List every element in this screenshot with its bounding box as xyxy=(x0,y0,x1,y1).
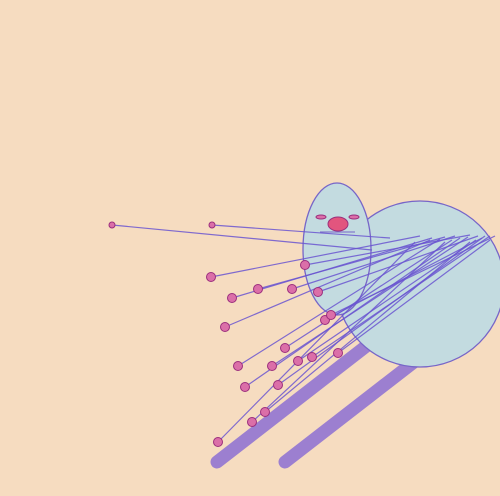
string-line xyxy=(251,241,446,423)
string-line xyxy=(304,234,471,266)
string-line xyxy=(337,239,491,354)
string-line xyxy=(297,239,477,362)
ball[interactable] xyxy=(293,356,303,366)
ball[interactable] xyxy=(206,272,216,282)
ball[interactable] xyxy=(247,417,257,427)
string-line xyxy=(284,239,453,349)
string-line xyxy=(211,224,391,239)
string-line xyxy=(264,241,471,413)
ball[interactable] xyxy=(220,322,230,332)
ball[interactable] xyxy=(267,361,277,371)
ball[interactable] xyxy=(253,284,263,294)
string-line xyxy=(210,235,421,278)
ball[interactable] xyxy=(326,310,336,320)
ball[interactable] xyxy=(287,284,297,294)
ball[interactable] xyxy=(233,361,243,371)
ball[interactable] xyxy=(273,380,283,390)
string-line xyxy=(271,236,469,367)
string-line xyxy=(311,235,491,358)
ball[interactable] xyxy=(260,407,270,417)
left-eye-icon xyxy=(315,214,327,220)
ball[interactable] xyxy=(240,382,250,392)
string-line xyxy=(291,235,456,290)
ball[interactable] xyxy=(300,260,310,270)
string-line xyxy=(330,235,496,316)
ball[interactable] xyxy=(307,352,317,362)
ball-group xyxy=(108,221,343,447)
ball[interactable] xyxy=(333,348,343,358)
string-line xyxy=(237,238,441,367)
ball[interactable] xyxy=(213,437,223,447)
ball[interactable] xyxy=(108,221,116,229)
nose-icon xyxy=(327,216,349,232)
ball[interactable] xyxy=(313,287,323,297)
string-line xyxy=(217,241,416,443)
right-eye-icon xyxy=(348,214,360,220)
ball[interactable] xyxy=(280,343,290,353)
string-line xyxy=(111,224,373,251)
ball[interactable] xyxy=(208,221,216,229)
ball[interactable] xyxy=(227,293,237,303)
string-line xyxy=(224,239,431,328)
string-line xyxy=(317,235,479,293)
